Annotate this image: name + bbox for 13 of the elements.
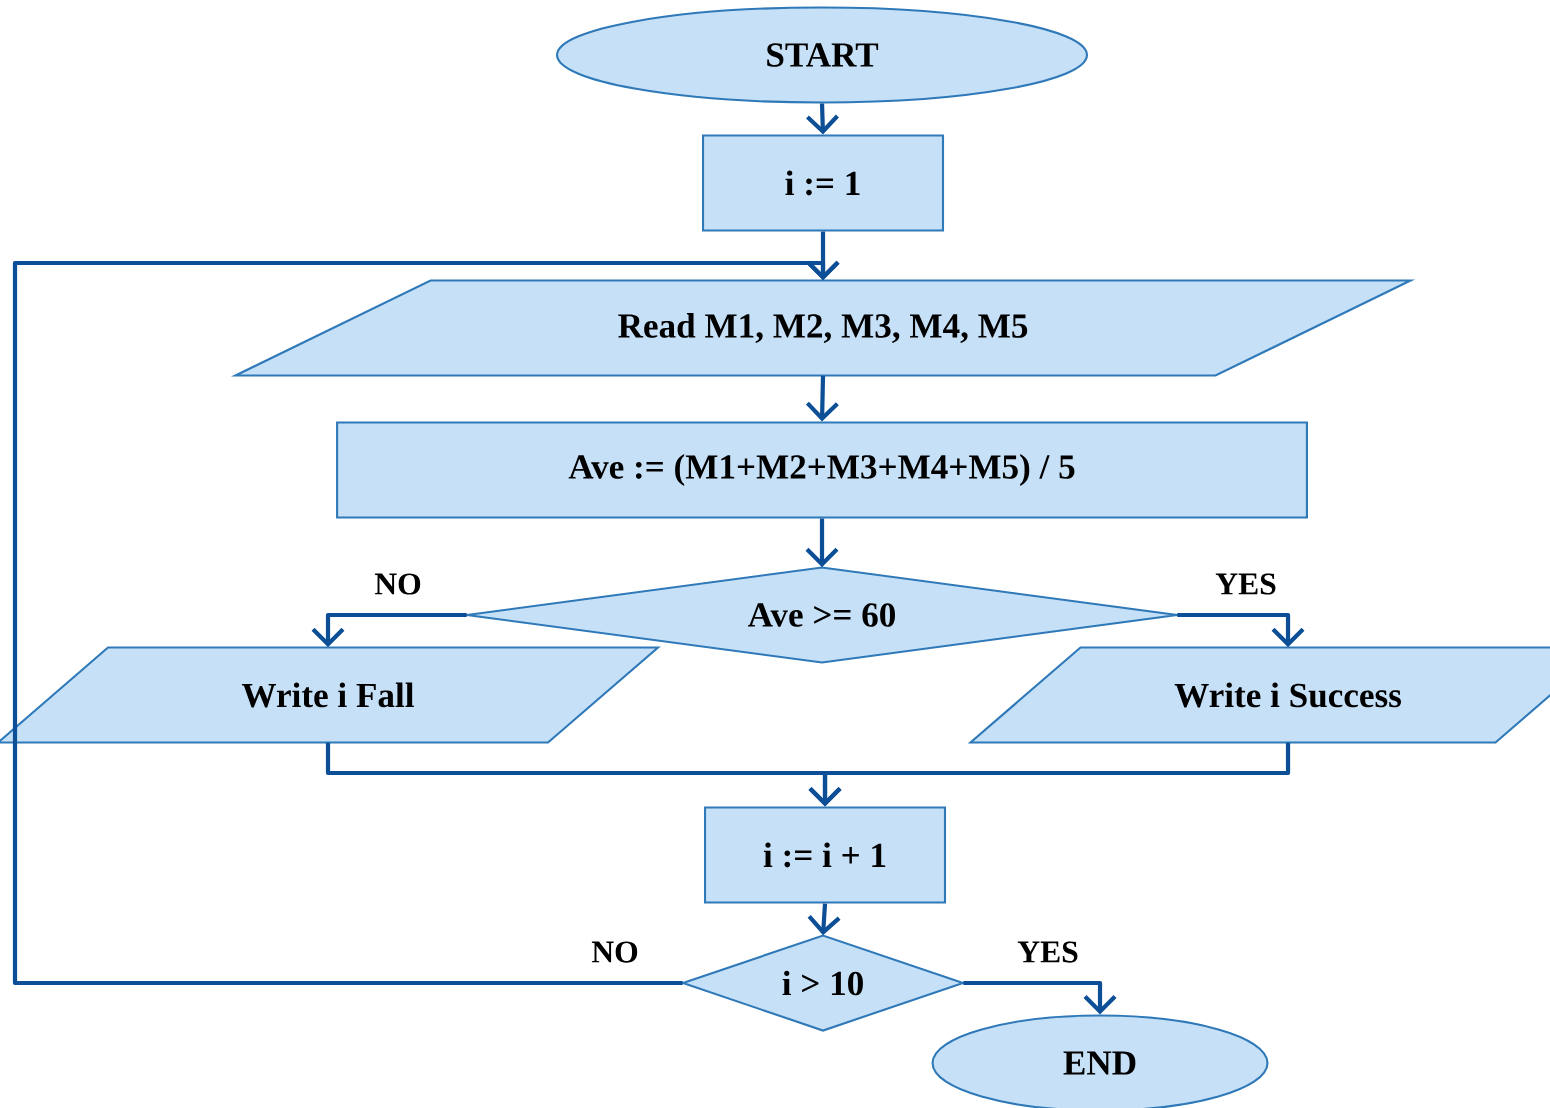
process-box: i := i + 1 [703,806,947,904]
arrow [963,980,1117,1015]
edge-label: NO [589,939,641,965]
edge-label: YES [1015,939,1081,965]
edge-label: YES [1213,571,1279,597]
process-box: Ave := (M1+M2+M3+M4+M5) / 5 [336,421,1308,519]
io-parallelogram: Write i Fall [0,646,661,744]
edge-label: NO [372,571,424,597]
arrow [12,260,840,986]
arrow [311,612,467,648]
arrow [808,742,1291,807]
arrow [1177,612,1305,648]
process-box: i := 1 [702,134,945,232]
